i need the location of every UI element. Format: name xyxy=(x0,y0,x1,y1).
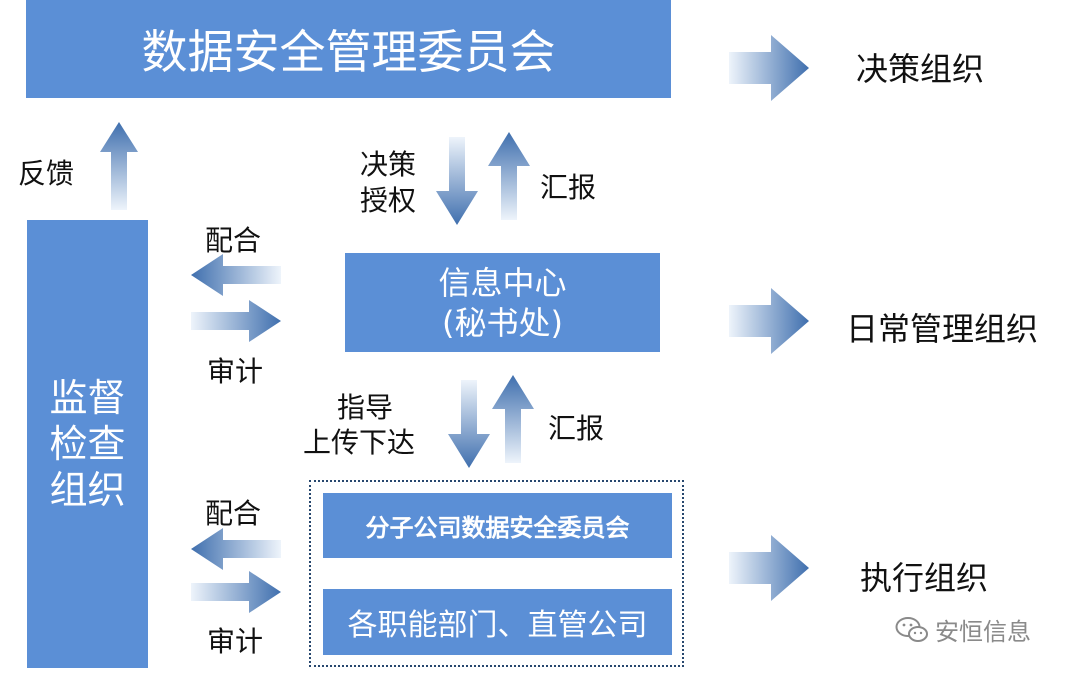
info-center-label: 信息中心 xyxy=(438,263,567,302)
relay-label: 上传下达 xyxy=(303,426,416,459)
top-committee-box: 数据安全管理委员会 xyxy=(26,0,671,98)
feedback-label: 反馈 xyxy=(18,157,75,190)
tier-label-execution: 执行组织 xyxy=(860,559,989,597)
audit-right-arrow-lower xyxy=(191,571,281,613)
execution-group-frame xyxy=(309,480,684,667)
supervision-label-3: 组织 xyxy=(49,468,126,512)
report-label-top: 汇报 xyxy=(540,171,597,204)
info-center-box: 信息中心 (秘书处) xyxy=(345,253,660,352)
subsidiary-committee-label: 分子公司数据安全委员会 xyxy=(365,514,630,542)
watermark-label: 安恒信息 xyxy=(935,618,1031,646)
tier-label-daily: 日常管理组织 xyxy=(846,310,1039,348)
tier-arrow-daily xyxy=(729,288,809,354)
report-up-arrow-top xyxy=(488,132,530,220)
supervision-label-2: 检查 xyxy=(49,422,126,466)
decision-down-arrow xyxy=(436,137,478,225)
tier-label-decision: 决策组织 xyxy=(856,50,985,88)
guide-label: 指导 xyxy=(337,391,394,424)
departments-label: 各职能部门、直管公司 xyxy=(347,608,648,643)
audit-right-arrow-upper xyxy=(191,300,281,342)
audit-label-lower: 审计 xyxy=(207,625,264,658)
decision-label: 决策 xyxy=(360,148,417,181)
tier-arrow-decision xyxy=(729,35,809,101)
report-label-mid: 汇报 xyxy=(548,412,605,445)
info-center-sublabel: (秘书处) xyxy=(442,303,563,342)
feedback-up-arrow xyxy=(100,122,138,210)
supervision-box: 监督 检查 组织 xyxy=(27,220,148,668)
tier-arrow-execution xyxy=(729,535,809,601)
watermark: 安恒信息 xyxy=(895,612,1031,647)
supervision-label-1: 监督 xyxy=(49,376,126,420)
cooperate-left-arrow-lower xyxy=(191,528,281,570)
audit-label-upper: 审计 xyxy=(207,355,264,388)
wechat-icon xyxy=(895,616,928,642)
departments-box: 各职能部门、直管公司 xyxy=(323,589,672,655)
top-committee-label: 数据安全管理委员会 xyxy=(141,25,556,79)
cooperate-label-lower: 配合 xyxy=(205,497,262,530)
authorization-label: 授权 xyxy=(360,184,417,217)
cooperate-label-upper: 配合 xyxy=(205,224,262,257)
guide-down-arrow xyxy=(448,380,490,468)
cooperate-left-arrow-upper xyxy=(191,254,281,296)
report-up-arrow-mid xyxy=(492,375,534,463)
subsidiary-committee-box: 分子公司数据安全委员会 xyxy=(323,493,672,558)
